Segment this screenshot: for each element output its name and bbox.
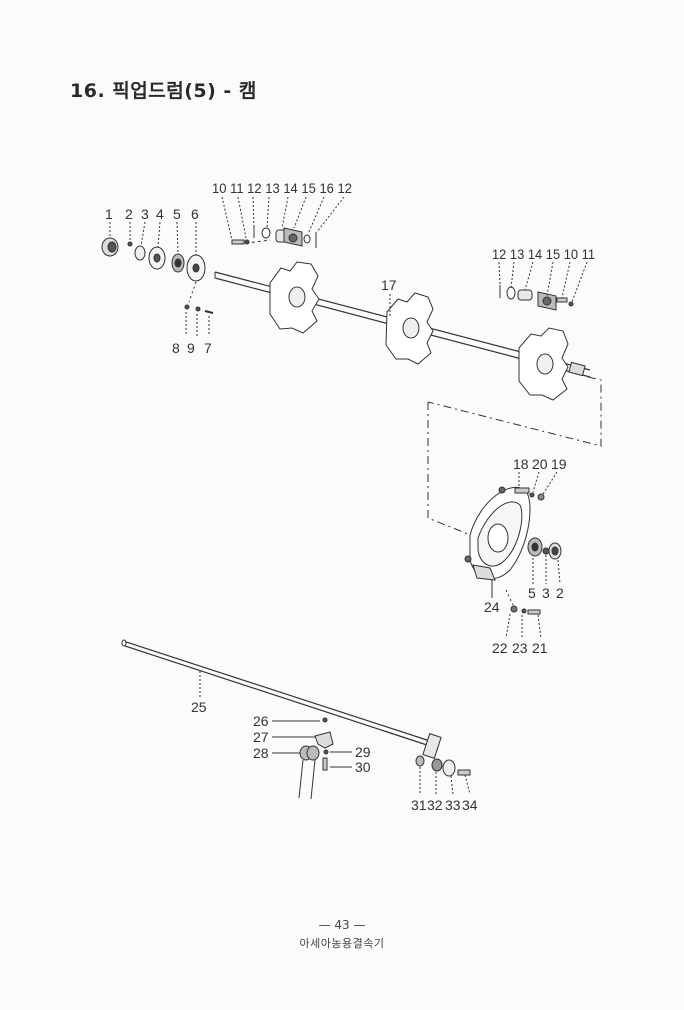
callout-8: 8	[172, 340, 180, 356]
tine-bar-rod	[121, 639, 442, 759]
part-4-flange	[148, 246, 166, 270]
callout-32: 32	[427, 797, 443, 813]
publisher-footer: 아세아농용결속기	[299, 937, 385, 950]
callout-24: 24	[484, 599, 500, 615]
callout-27: 27	[253, 729, 269, 745]
callout-23: 23	[512, 640, 528, 656]
section-title: 16. 픽업드럼(5) - 캠	[70, 80, 257, 102]
callout-group-top-right: 12 13 14 15 10 11	[492, 246, 595, 262]
callout-9: 9	[187, 340, 195, 356]
callout-1: 1	[105, 206, 113, 222]
callout-33: 33	[445, 797, 461, 813]
part-3-washer	[134, 245, 146, 261]
part-6-flange-plate	[186, 254, 206, 282]
callout-29: 29	[355, 744, 371, 760]
callout-31: 31	[411, 797, 427, 813]
callout-21: 21	[532, 640, 548, 656]
page-number: — 43 —	[318, 918, 366, 932]
callout-28: 28	[253, 745, 269, 761]
callout-17: 17	[381, 277, 397, 293]
drum-disc-right	[518, 327, 569, 401]
cam-plate	[464, 486, 531, 581]
callout-30: 30	[355, 759, 371, 775]
spring-assembly	[298, 745, 320, 800]
drum-bearing-assy-left	[231, 226, 317, 248]
callout-26: 26	[253, 713, 269, 729]
part-5-bearing	[171, 253, 185, 273]
callout-19: 19	[551, 456, 567, 472]
callout-3b: 3	[542, 585, 550, 601]
drum-bearing-assy-right	[499, 285, 574, 311]
callout-5b: 5	[528, 585, 536, 601]
callout-4: 4	[156, 206, 164, 222]
part-1-bushing	[101, 237, 119, 257]
callout-6: 6	[191, 206, 199, 222]
callout-3: 3	[141, 206, 149, 222]
callout-2b: 2	[556, 585, 564, 601]
callout-34: 34	[462, 797, 478, 813]
drum-disc-middle	[385, 292, 434, 365]
callout-22: 22	[492, 640, 508, 656]
callout-25: 25	[191, 699, 207, 715]
callout-20: 20	[532, 456, 548, 472]
callout-2: 2	[125, 206, 133, 222]
callout-group-top-left: 10 11 12 13 14 15 16 12	[212, 180, 352, 196]
callout-7: 7	[204, 340, 212, 356]
callout-5: 5	[173, 206, 181, 222]
callout-18: 18	[513, 456, 529, 472]
part-2-nut	[127, 241, 133, 247]
drum-disc-left	[269, 261, 320, 334]
